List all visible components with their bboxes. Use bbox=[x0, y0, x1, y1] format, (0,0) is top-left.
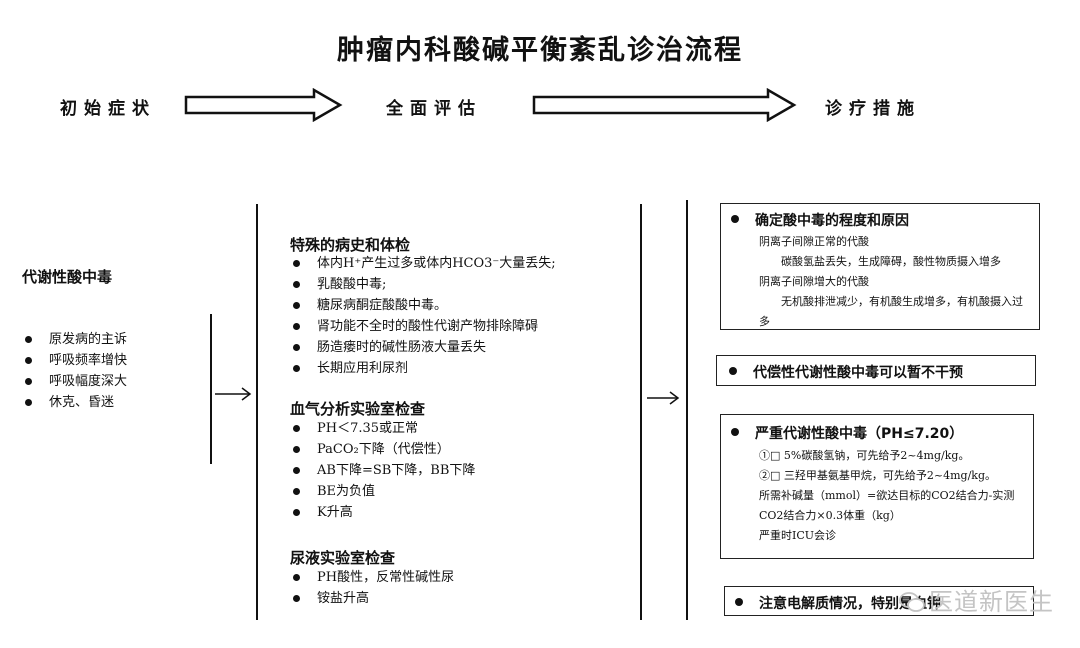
list-item: 休克、昏迷 bbox=[22, 392, 127, 413]
divider-line bbox=[686, 200, 688, 620]
box-line: ①□ 5%碳酸氢钠，可先给予2~4mg/kg。 bbox=[759, 449, 970, 462]
box-line: ②□ 三羟甲基氨基甲烷，可先给予2~4mg/kg。 bbox=[759, 469, 996, 482]
divider-line bbox=[256, 204, 258, 620]
box-line: 所需补碱量（mmol）=欲达目标的CO2结合力-实测 bbox=[759, 489, 1015, 502]
stage-label-initial: 初始症状 bbox=[60, 99, 156, 119]
box-title: 注意电解质情况，特别是血钾 bbox=[759, 596, 941, 612]
section-heading-urine: 尿液实验室检查 bbox=[290, 549, 396, 567]
list-item: PH酸性，反常性碱性尿 bbox=[290, 567, 454, 588]
section-heading-history: 特殊的病史和体检 bbox=[290, 236, 411, 254]
list-item: 呼吸频率增快 bbox=[22, 350, 127, 371]
thin-arrow-icon bbox=[215, 387, 252, 401]
stage-label-assessment: 全面评估 bbox=[386, 99, 482, 119]
block-arrow-icon bbox=[184, 88, 343, 122]
list-item: 糖尿病酮症酸酸中毒。 bbox=[290, 295, 556, 316]
list-item: BE为负值 bbox=[290, 481, 475, 502]
box-compensated: 代偿性代谢性酸中毒可以暂不干预 bbox=[716, 355, 1036, 386]
list-item: 铵盐升高 bbox=[290, 588, 454, 609]
box-line: 碳酸氢盐丢失，生成障碍，酸性物质摄入增多 bbox=[781, 255, 1001, 268]
blood-gas-list: PH＜7.35或正常 PaCO₂下降（代偿性） AB下降=SB下降，BB下降 B… bbox=[290, 418, 475, 523]
bullet-dot-icon bbox=[729, 367, 737, 375]
box-title: 代偿性代谢性酸中毒可以暂不干预 bbox=[753, 365, 963, 381]
urine-list: PH酸性，反常性碱性尿 铵盐升高 bbox=[290, 567, 454, 609]
left-heading: 代谢性酸中毒 bbox=[22, 268, 113, 286]
box-line: CO2结合力×0.3体重（kg） bbox=[759, 509, 901, 522]
box-title: 确定酸中毒的程度和原因 bbox=[755, 213, 909, 229]
box-severity-cause: 确定酸中毒的程度和原因 阴离子间隙正常的代酸 碳酸氢盐丢失，生成障碍，酸性物质摄… bbox=[720, 203, 1040, 330]
list-item: 体内H⁺产生过多或体内HCO3⁻大量丢失; bbox=[290, 253, 556, 274]
stage-label-treatment: 诊疗措施 bbox=[825, 99, 921, 119]
list-item: 长期应用利尿剂 bbox=[290, 358, 556, 379]
box-line: 多 bbox=[759, 315, 770, 328]
list-item: 肾功能不全时的酸性代谢产物排除障碍 bbox=[290, 316, 556, 337]
symptom-list: 原发病的主诉 呼吸频率增快 呼吸幅度深大 休克、昏迷 bbox=[22, 329, 127, 413]
list-item: 原发病的主诉 bbox=[22, 329, 127, 350]
bullet-dot-icon bbox=[731, 215, 739, 223]
list-item: 呼吸幅度深大 bbox=[22, 371, 127, 392]
box-title: 严重代谢性酸中毒（PH≤7.20） bbox=[755, 426, 964, 442]
box-severe-acidosis: 严重代谢性酸中毒（PH≤7.20） ①□ 5%碳酸氢钠，可先给予2~4mg/kg… bbox=[720, 414, 1034, 559]
block-arrow-icon bbox=[532, 88, 797, 122]
watermark: 医道新医生 bbox=[899, 582, 1054, 617]
box-line: 阴离子间隙增大的代酸 bbox=[759, 275, 869, 288]
section-heading-blood-gas: 血气分析实验室检查 bbox=[290, 400, 426, 418]
list-item: 乳酸酸中毒; bbox=[290, 274, 556, 295]
bracket-line bbox=[210, 314, 212, 464]
history-list: 体内H⁺产生过多或体内HCO3⁻大量丢失; 乳酸酸中毒; 糖尿病酮症酸酸中毒。 … bbox=[290, 253, 556, 379]
box-line: 阴离子间隙正常的代酸 bbox=[759, 235, 869, 248]
list-item: 肠造瘘时的碱性肠液大量丢失 bbox=[290, 337, 556, 358]
box-line: 严重时ICU会诊 bbox=[759, 529, 837, 542]
wechat-logo-icon bbox=[899, 592, 925, 612]
thin-arrow-icon bbox=[647, 391, 680, 405]
bullet-dot-icon bbox=[731, 428, 739, 436]
bullet-dot-icon bbox=[735, 598, 743, 606]
list-item: PH＜7.35或正常 bbox=[290, 418, 475, 439]
page-title: 肿瘤内科酸碱平衡紊乱诊治流程 bbox=[337, 35, 743, 66]
list-item: PaCO₂下降（代偿性） bbox=[290, 439, 475, 460]
box-line: 无机酸排泄减少，有机酸生成增多，有机酸摄入过 bbox=[781, 295, 1023, 308]
watermark-text: 医道新医生 bbox=[929, 588, 1054, 616]
box-electrolytes: 注意电解质情况，特别是血钾 bbox=[724, 586, 1034, 616]
divider-line bbox=[640, 204, 642, 620]
list-item: K升高 bbox=[290, 502, 475, 523]
list-item: AB下降=SB下降，BB下降 bbox=[290, 460, 475, 481]
